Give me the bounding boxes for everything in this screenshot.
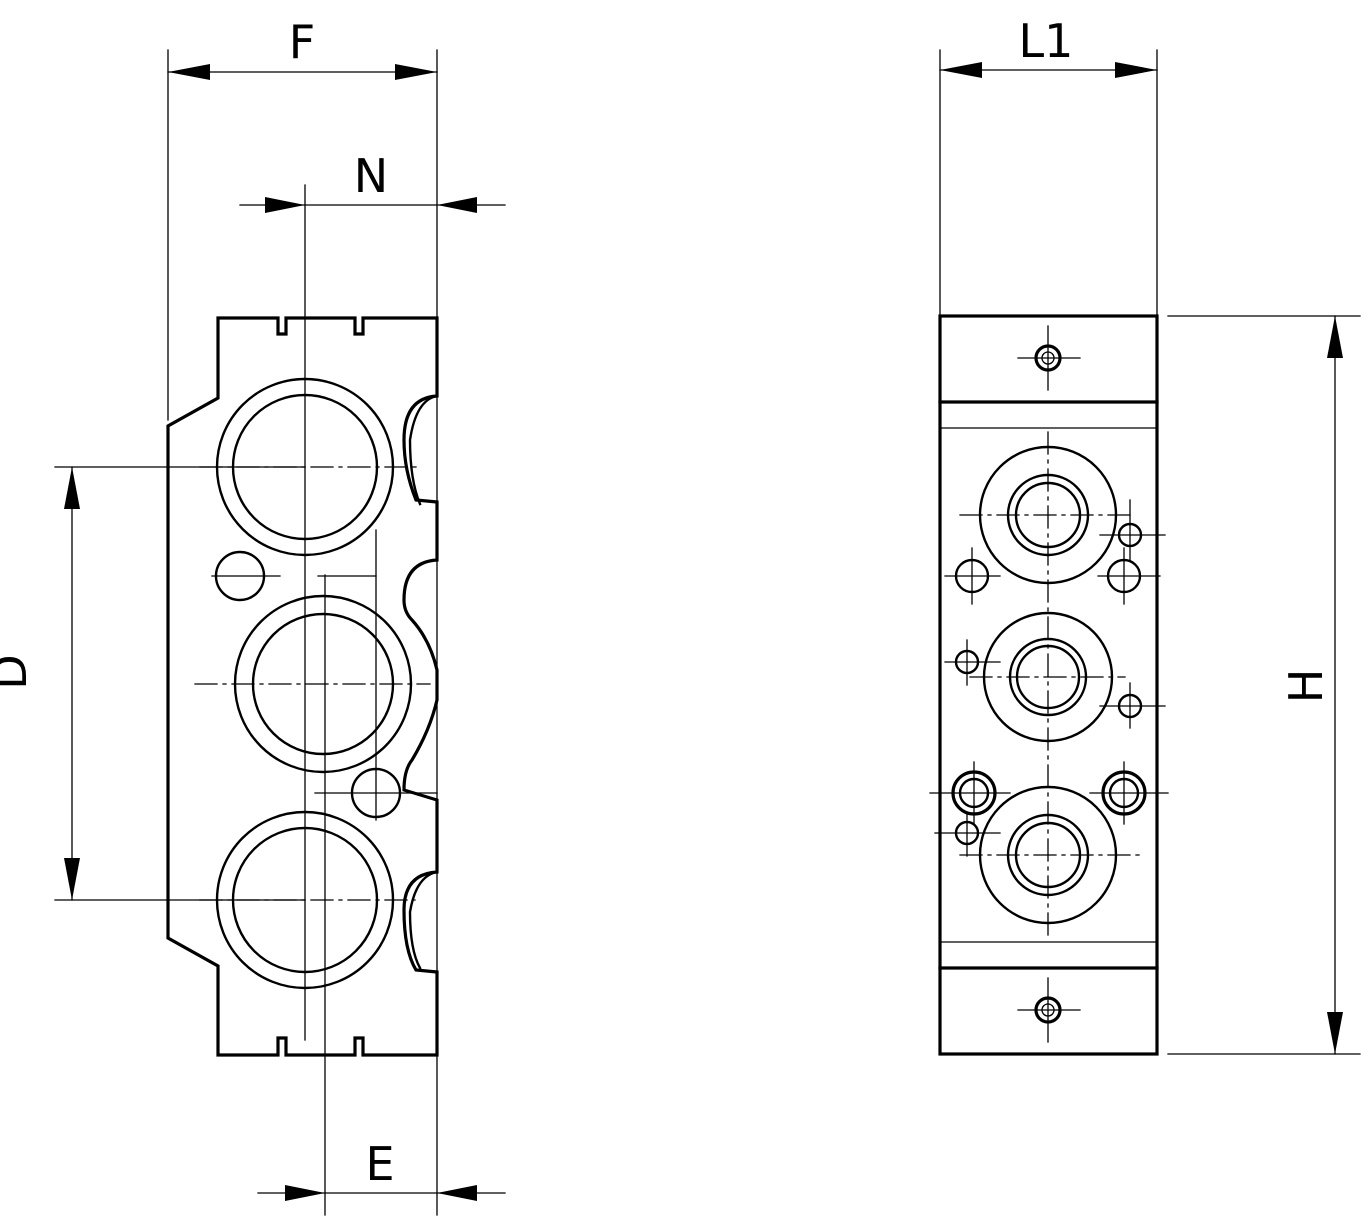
arrow: [265, 197, 305, 213]
arrow: [64, 858, 80, 900]
dimension-label-N: N: [354, 149, 388, 203]
arrow: [437, 1185, 477, 1201]
arrow: [1327, 316, 1343, 358]
dimension-label-D: D: [0, 654, 37, 689]
dimension-label-H: H: [1279, 669, 1333, 704]
side-view-outline: [166, 316, 439, 1057]
side-view: F N D E: [0, 15, 506, 1216]
dimension-label-F: F: [289, 15, 315, 69]
dimension-label-E: E: [365, 1137, 394, 1191]
arrow: [940, 62, 982, 78]
arrow: [1115, 62, 1157, 78]
side-groove: [408, 394, 439, 506]
arrow: [437, 197, 477, 213]
front-view-outline: [938, 314, 1159, 1056]
arrow: [395, 64, 437, 80]
arrow: [64, 467, 80, 509]
arrow: [168, 64, 210, 80]
arrow: [1327, 1012, 1343, 1054]
arrow: [285, 1185, 325, 1201]
front-view: L1 H: [929, 14, 1361, 1056]
side-groove: [408, 870, 439, 970]
dimension-label-L1: L1: [1019, 14, 1074, 68]
